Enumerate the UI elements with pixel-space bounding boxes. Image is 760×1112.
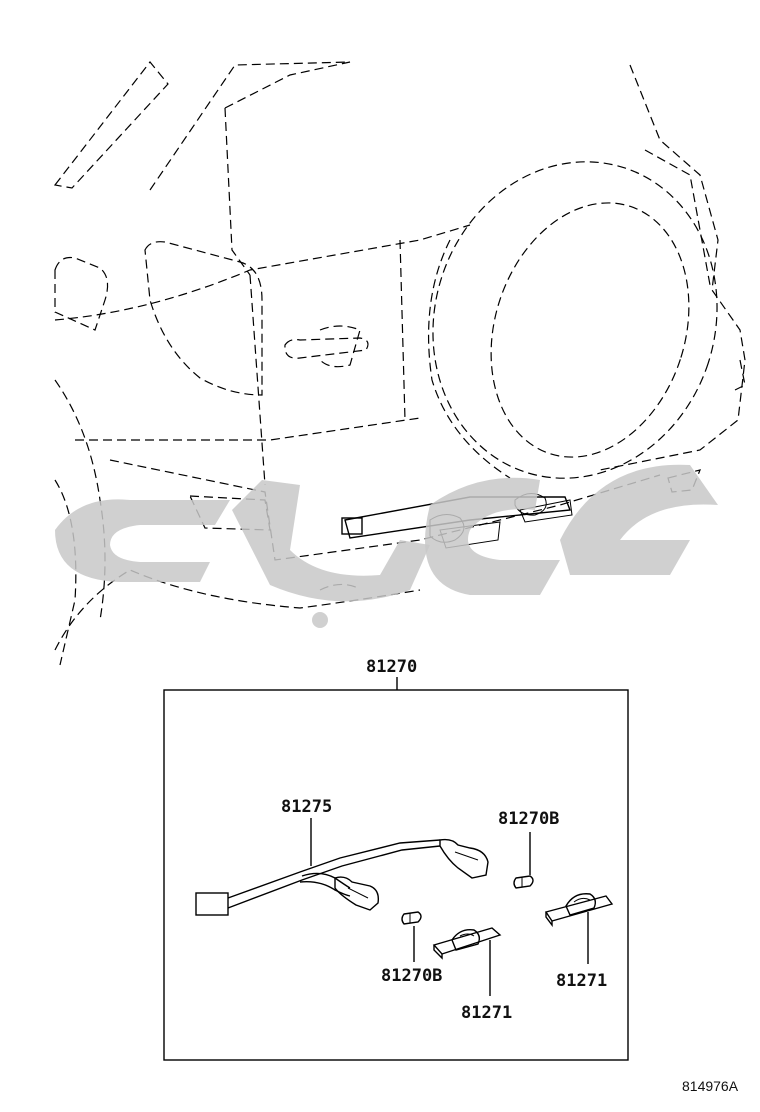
diagram-reference-number: 814976A [682, 1078, 739, 1094]
lamp-middle-part-number: 81271 [461, 1003, 512, 1023]
license-lamp-right [544, 893, 614, 928]
wire-harness [195, 838, 489, 916]
harness-part-number: 81275 [281, 797, 332, 817]
kit-contents-box [163, 689, 629, 1061]
spare-tire-icon [427, 161, 718, 479]
lamp-right-part-number: 81271 [556, 971, 607, 991]
license-lamp-middle [432, 927, 502, 960]
bulb-bottom [401, 911, 422, 925]
watermark-logo-icon [55, 464, 718, 628]
bulb-bottom-part-number: 81270B [381, 966, 442, 986]
bulb-top-part-number: 81270B [498, 809, 559, 829]
kit-part-number: 81270 [366, 657, 417, 677]
bulb-top [513, 875, 534, 889]
